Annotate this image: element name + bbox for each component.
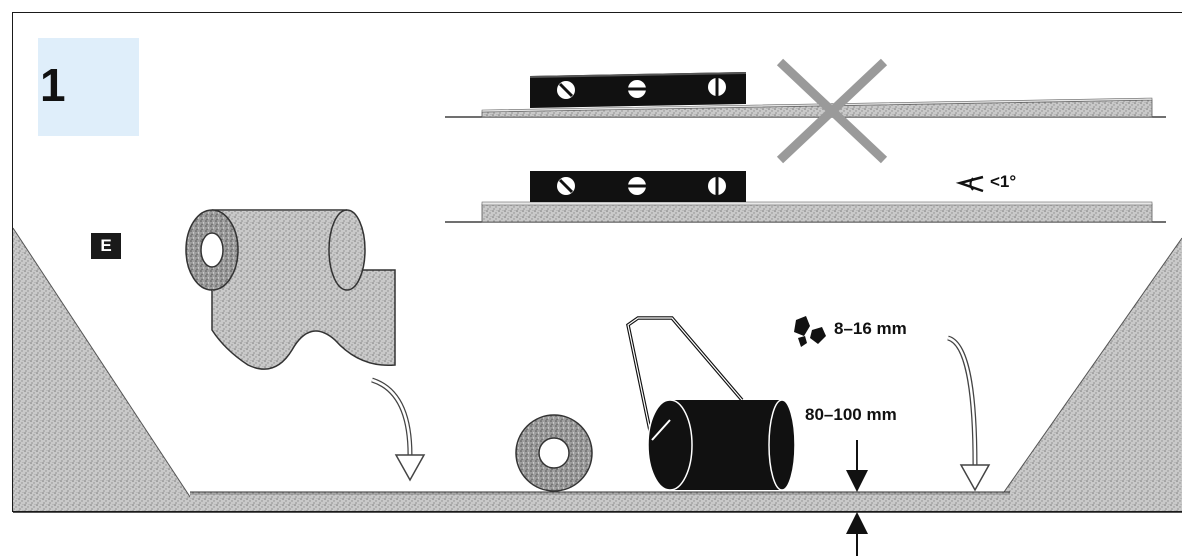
- gravel-size-label: 8–16 mm: [834, 319, 907, 338]
- material-label: E: [91, 233, 121, 259]
- angle-icon: [955, 175, 984, 193]
- fabric-roll-icon: [185, 209, 396, 370]
- bed-depth-label: 80–100 mm: [805, 405, 897, 424]
- gravel-stones-icon: [794, 316, 826, 347]
- cross-mark-icon: [776, 58, 888, 164]
- step-number: 1: [40, 59, 66, 111]
- wrong-level-example: [445, 58, 1166, 164]
- fabric-placement-arrow: [371, 377, 426, 482]
- spirit-level-icon: [530, 171, 746, 202]
- gravel-bed: [190, 492, 1010, 512]
- depth-dimension: [846, 440, 868, 556]
- fabric-roll-end-icon: [515, 414, 593, 492]
- gravel-placement-arrow: [947, 335, 991, 492]
- correct-level-example: [445, 171, 1166, 223]
- slope-tolerance-label: <1°: [990, 172, 1017, 191]
- diagram-frame: [12, 12, 1182, 512]
- garden-roller-icon: [626, 316, 796, 491]
- step-badge: [38, 38, 139, 136]
- spirit-level-icon: [530, 72, 746, 108]
